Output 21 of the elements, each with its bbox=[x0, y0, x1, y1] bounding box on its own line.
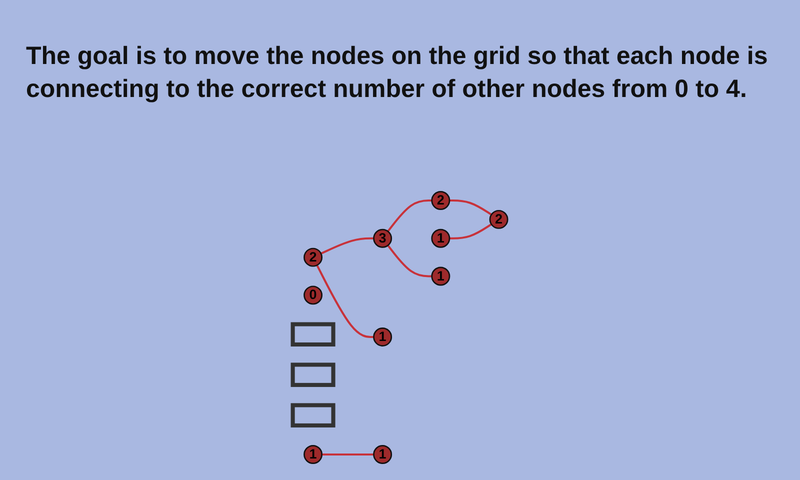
connector bbox=[386, 244, 432, 278]
connector bbox=[449, 223, 492, 240]
node-circle: 1 bbox=[303, 445, 322, 464]
connector bbox=[322, 453, 374, 456]
node-circle: 1 bbox=[431, 266, 450, 286]
node-circle: 2 bbox=[489, 210, 508, 229]
instruction-text: The goal is to move the nodes on the grid so that each node is connecting to the correct number of other nodes from 0 to 4. bbox=[26, 41, 769, 104]
node-circle: 2 bbox=[303, 248, 322, 267]
node-circle: 2 bbox=[431, 191, 450, 210]
node-circle: 1 bbox=[372, 327, 392, 346]
node-box bbox=[290, 403, 336, 428]
node-box bbox=[290, 362, 336, 387]
node-circle: 3 bbox=[372, 228, 392, 248]
node-circle: 1 bbox=[431, 228, 450, 248]
connector bbox=[316, 264, 374, 338]
connector bbox=[320, 237, 374, 254]
connector bbox=[449, 200, 492, 216]
node-circle: 0 bbox=[303, 286, 322, 305]
node-box bbox=[290, 322, 336, 346]
connector bbox=[386, 200, 432, 232]
node-circle: 1 bbox=[372, 445, 392, 464]
